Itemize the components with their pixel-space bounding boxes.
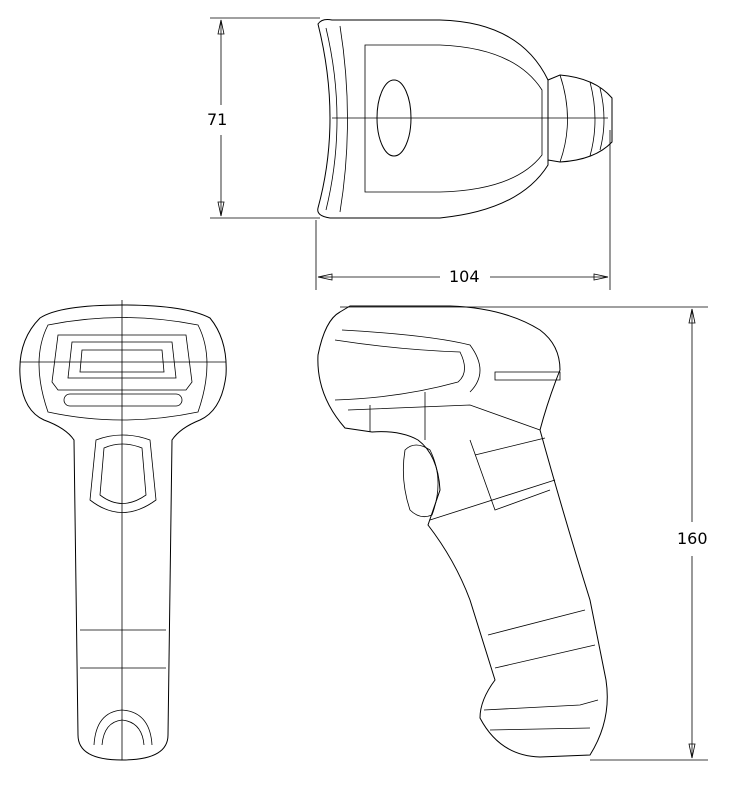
dimension-lines-side	[340, 306, 708, 761]
front-view	[19, 300, 227, 761]
dimension-label-height-top: 71	[204, 111, 231, 129]
dimension-label-height-side: 160	[674, 530, 711, 548]
top-view	[317, 19, 613, 219]
side-view	[317, 305, 608, 758]
dimension-label-length: 104	[446, 268, 483, 286]
dimension-lines-top	[210, 17, 611, 290]
